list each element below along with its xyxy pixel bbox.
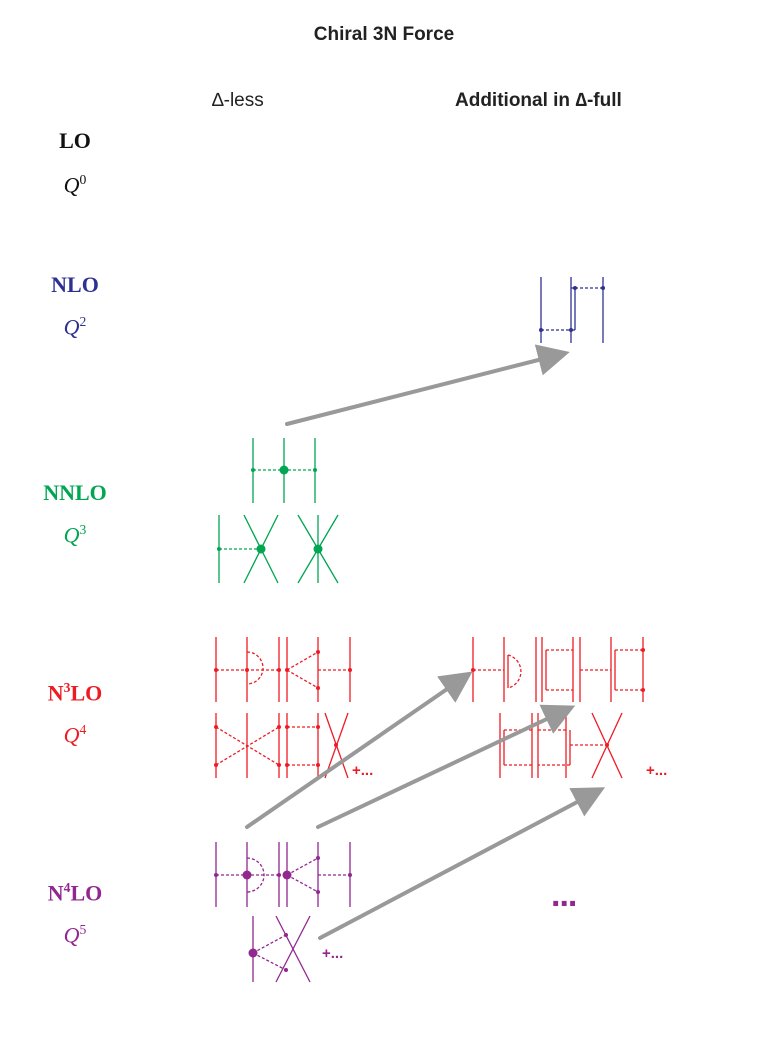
n3lo-less-row2: [214, 712, 349, 779]
arrow-n4lo-to-n3lo-delta-1: [245, 671, 473, 829]
n3lo-less-continuation: +...: [352, 762, 374, 779]
power-label-n4lo: Q5: [63, 922, 87, 948]
order-label-n3lo: N3LO: [47, 680, 103, 706]
order-label-n4lo: N4LO: [47, 880, 103, 906]
nnlo-diagram-2: [217, 514, 279, 584]
correspondence-arrows: [245, 344, 606, 940]
order-label-nlo: NLO: [51, 272, 99, 297]
arrow-nnlo-to-nlo-delta: [285, 344, 570, 426]
page-title: Chiral 3N Force: [313, 24, 455, 45]
order-label-nnlo: NNLO: [43, 480, 107, 505]
n4lo-less-row2: [248, 915, 311, 983]
n3lo-full-row1: [471, 637, 645, 702]
arrow-n4lo-to-n3lo-delta-2: [316, 704, 576, 829]
n4lo-less-row1: [214, 842, 352, 907]
power-label-nlo: Q2: [63, 314, 87, 340]
n4lo-less-continuation: +...: [322, 945, 344, 962]
n3lo-full-continuation: +...: [646, 762, 668, 779]
arrow-n4lo-to-n3lo-delta-3: [318, 787, 606, 940]
nlo-delta-diagram: [539, 277, 605, 343]
power-label-lo: Q0: [63, 172, 87, 198]
n3lo-less-row1: [214, 637, 352, 702]
power-label-n3lo: Q4: [63, 722, 87, 748]
power-label-nnlo: Q3: [63, 522, 87, 548]
nnlo-diagram-3: [297, 514, 339, 584]
column-header-delta-less: ∆-less: [212, 90, 264, 111]
n3lo-full-row2: [499, 712, 623, 779]
nnlo-diagram-1: [251, 438, 317, 503]
n4lo-full-continuation: ...: [551, 876, 577, 914]
order-label-lo: LO: [59, 128, 91, 153]
column-header-delta-full: Additional in ∆-full: [455, 90, 622, 111]
